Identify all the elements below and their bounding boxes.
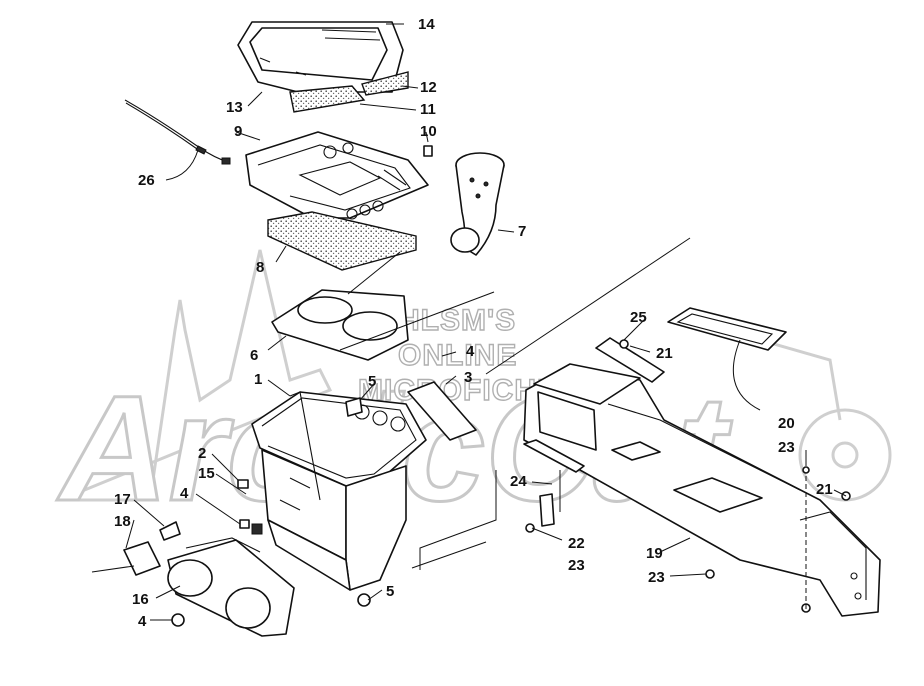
part-bolt-18 xyxy=(91,565,135,573)
callout-11: 11 xyxy=(420,101,436,118)
part-14-lid xyxy=(237,21,404,101)
callout-19: 19 xyxy=(646,545,663,562)
part-25-plate xyxy=(595,337,665,383)
callout-3: 3 xyxy=(464,369,472,386)
part-4-screw-b xyxy=(171,613,185,627)
part-23-screw-c xyxy=(705,569,715,579)
callout-6: 6 xyxy=(250,347,258,364)
part-11-foam xyxy=(289,85,366,113)
callout-22: 22 xyxy=(568,535,585,552)
callout-24: 24 xyxy=(510,473,527,490)
part-20-seal xyxy=(667,307,787,351)
callout-5a: 5 xyxy=(368,373,376,390)
callout-21a: 21 xyxy=(656,345,673,362)
part-8-foam xyxy=(267,211,417,271)
watermark-line2: ONLINE xyxy=(398,339,517,372)
callout-12: 12 xyxy=(420,79,437,96)
callout-4c: 4 xyxy=(138,613,147,630)
part-19-duct xyxy=(523,363,881,617)
callout-23b: 23 xyxy=(568,557,585,574)
callout-14: 14 xyxy=(418,16,435,33)
callout-1: 1 xyxy=(254,371,262,388)
part-9-tray xyxy=(245,131,429,220)
part-12-foam xyxy=(361,71,409,96)
callout-8: 8 xyxy=(256,259,264,276)
callout-17: 17 xyxy=(114,491,131,508)
callout-23c: 23 xyxy=(648,569,665,586)
callout-10: 10 xyxy=(420,123,437,140)
part-23-screw-a xyxy=(802,466,810,474)
callout-23a: 23 xyxy=(778,439,795,456)
callout-leaders xyxy=(125,23,847,621)
part-10-screw xyxy=(423,145,433,157)
part-16-inlet xyxy=(167,537,295,637)
callout-16: 16 xyxy=(132,591,149,608)
callout-21b: 21 xyxy=(816,481,833,498)
part-1-airbox xyxy=(251,391,427,591)
part-4-screw-a xyxy=(239,519,250,529)
assembly-lines xyxy=(339,237,807,610)
callouts: 14 12 11 13 9 10 26 7 8 6 1 4 3 5 2 15 4… xyxy=(114,16,833,630)
callout-15: 15 xyxy=(198,465,215,482)
callout-4a: 4 xyxy=(466,343,475,360)
callout-4b: 4 xyxy=(180,485,189,502)
part-7-intake-elbow xyxy=(450,152,505,256)
part-5-grommet-b xyxy=(357,593,371,607)
part-23-screw-b xyxy=(525,523,535,533)
part-3-plate xyxy=(407,381,477,441)
part-6-gasket xyxy=(271,289,409,361)
callout-7: 7 xyxy=(518,223,526,240)
callout-2: 2 xyxy=(198,445,206,462)
watermark-line1: HLSM'S xyxy=(398,304,516,337)
callout-13: 13 xyxy=(226,99,243,116)
callout-5b: 5 xyxy=(386,583,394,600)
part-5-grommet-a xyxy=(345,397,363,417)
callout-18: 18 xyxy=(114,513,131,530)
callout-26: 26 xyxy=(138,172,155,189)
part-22-clip xyxy=(539,493,555,527)
part-2-screw xyxy=(237,479,249,489)
part-17-cap xyxy=(159,521,181,541)
part-15-nut xyxy=(251,523,263,535)
part-18-flange xyxy=(123,541,161,576)
callout-25: 25 xyxy=(630,309,647,326)
part-26-cable xyxy=(124,99,231,165)
part-21-screw-a xyxy=(619,339,629,349)
callout-20: 20 xyxy=(778,415,795,432)
callout-9: 9 xyxy=(234,123,242,140)
part-24-bracket xyxy=(523,439,585,473)
